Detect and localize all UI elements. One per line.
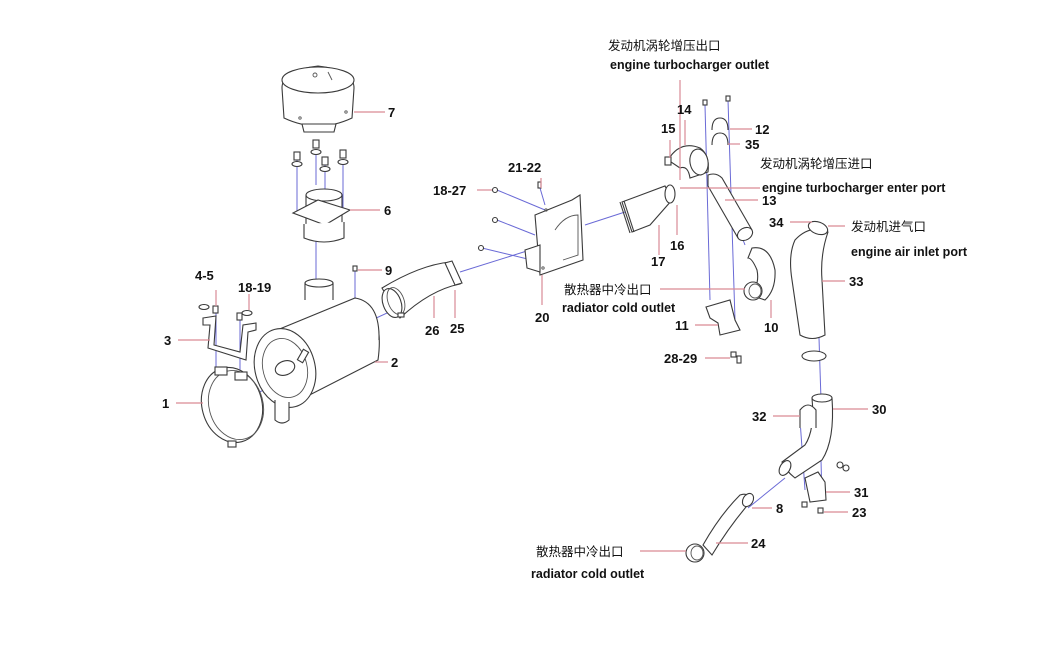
callout-1: 1 <box>162 396 169 411</box>
callout-31: 31 <box>854 485 868 500</box>
part-14-elbow <box>664 145 709 179</box>
part-2-air-filter <box>253 278 380 424</box>
callout-10: 10 <box>764 320 778 335</box>
callout-9: 9 <box>385 263 392 278</box>
callout-20: 20 <box>535 310 549 325</box>
turbo-outlet-en: engine turbocharger outlet <box>610 58 770 72</box>
turbo-outlet-cn: 发动机涡轮增压出口 <box>608 38 721 53</box>
callout-24: 24 <box>751 536 766 551</box>
callout-28-29: 28-29 <box>664 351 697 366</box>
callout-23: 23 <box>852 505 866 520</box>
callout-21-22: 21-22 <box>508 160 541 175</box>
part-3-bracket <box>198 303 257 361</box>
part-26-hose <box>381 260 463 319</box>
radiator-lower-cn: 散热器中冷出口 <box>536 544 624 559</box>
part-24-lower-hose <box>685 492 755 563</box>
callout-33: 33 <box>849 274 863 289</box>
callout-18-27: 18-27 <box>433 183 466 198</box>
callout-11: 11 <box>675 318 689 333</box>
callout-7: 7 <box>388 105 395 120</box>
annotation-turbo-outlet: 发动机涡轮增压出口 engine turbocharger outlet <box>608 38 770 72</box>
bolts-part-6 <box>291 139 349 173</box>
callout-numbers: 7 6 9 2 1 3 4-5 18-19 26 25 18-27 21-22 … <box>162 102 886 551</box>
turbo-enter-cn: 发动机涡轮增压进口 <box>760 156 873 171</box>
callout-8: 8 <box>776 501 783 516</box>
part-20-plate <box>524 194 584 276</box>
annotation-radiator-upper: 散热器中冷出口 radiator cold outlet <box>562 282 676 315</box>
callout-4-5: 4-5 <box>195 268 214 283</box>
callout-32: 32 <box>752 409 766 424</box>
callout-6: 6 <box>384 203 391 218</box>
part-33-long-hose <box>789 220 829 362</box>
callout-13: 13 <box>762 193 776 208</box>
air-inlet-cn: 发动机进气口 <box>851 219 926 234</box>
annotation-radiator-lower: 散热器中冷出口 radiator cold outlet <box>531 544 645 581</box>
callout-25: 25 <box>450 321 464 336</box>
part-1-clamp-band <box>200 366 265 448</box>
part-11-bracket <box>705 299 742 364</box>
part-12-35-u-clamps <box>702 95 731 146</box>
annotation-air-inlet: 发动机进气口 engine air inlet port <box>851 219 968 259</box>
callout-16: 16 <box>670 238 684 253</box>
leader-lines <box>176 80 868 552</box>
turbo-enter-en: engine turbocharger enter port <box>762 181 946 195</box>
annotation-turbo-enter: 发动机涡轮增压进口 engine turbocharger enter port <box>760 156 946 195</box>
radiator-lower-en: radiator cold outlet <box>531 567 645 581</box>
part-7-rain-cap <box>281 65 355 133</box>
callout-34: 34 <box>769 215 784 230</box>
callout-14: 14 <box>677 102 692 117</box>
callout-26: 26 <box>425 323 439 338</box>
callout-35: 35 <box>745 137 759 152</box>
part-31-bracket <box>801 461 850 514</box>
callout-30: 30 <box>872 402 886 417</box>
callout-2: 2 <box>391 355 398 370</box>
radiator-upper-en: radiator cold outlet <box>562 301 676 315</box>
air-inlet-en: engine air inlet port <box>851 245 968 259</box>
callout-15: 15 <box>661 121 675 136</box>
part-17-reducer-hose <box>619 184 676 234</box>
callout-12: 12 <box>755 122 769 137</box>
part-30-pipe <box>778 393 834 479</box>
part-9-bolt <box>352 265 358 272</box>
callout-18-19: 18-19 <box>238 280 271 295</box>
callout-3: 3 <box>164 333 171 348</box>
part-13-pipe <box>707 173 754 242</box>
part-10-bent-hose <box>743 247 776 301</box>
radiator-upper-cn: 散热器中冷出口 <box>564 282 652 297</box>
part-6-adapter-flange <box>291 188 352 243</box>
callout-17: 17 <box>651 254 665 269</box>
bolts-18-27 <box>477 181 542 252</box>
